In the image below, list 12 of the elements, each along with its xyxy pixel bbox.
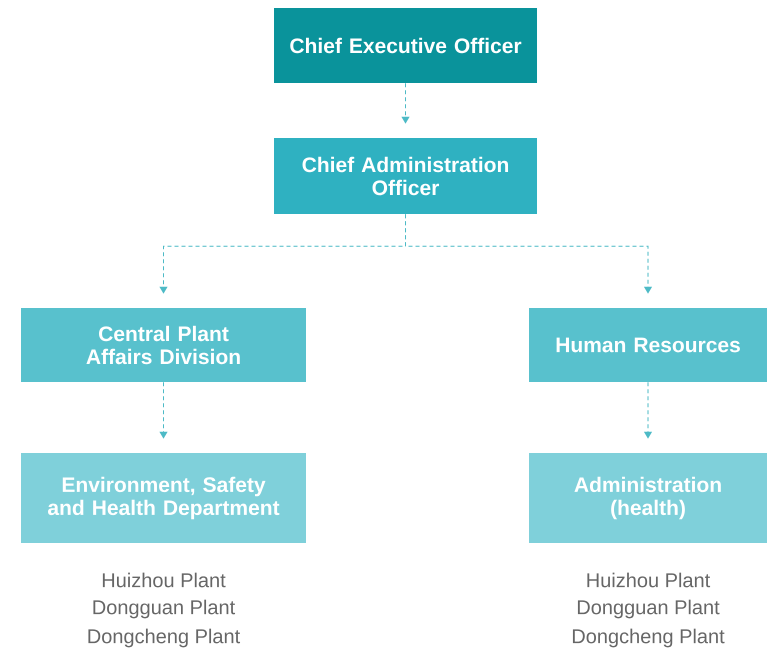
plant-name: Dongcheng Plant [88,628,240,648]
plant-name: Dongguan Plant [578,600,720,618]
org-box: Central Plant Affairs Division [21,308,306,382]
plant-name: Huizhou Plant [587,572,710,588]
org-box: Administration (health) [529,453,767,543]
org-box: Chief Administration Officer [274,138,537,214]
org-box: Chief Executive Officer [274,8,537,83]
org-box: Environment, Safety and Health Department [21,453,306,543]
plant-name: Dongguan Plant [93,600,236,618]
org-box: Human Resources [529,308,767,382]
plant-name: Dongcheng Plant [572,628,725,648]
plant-name: Huizhou Plant [102,572,226,588]
